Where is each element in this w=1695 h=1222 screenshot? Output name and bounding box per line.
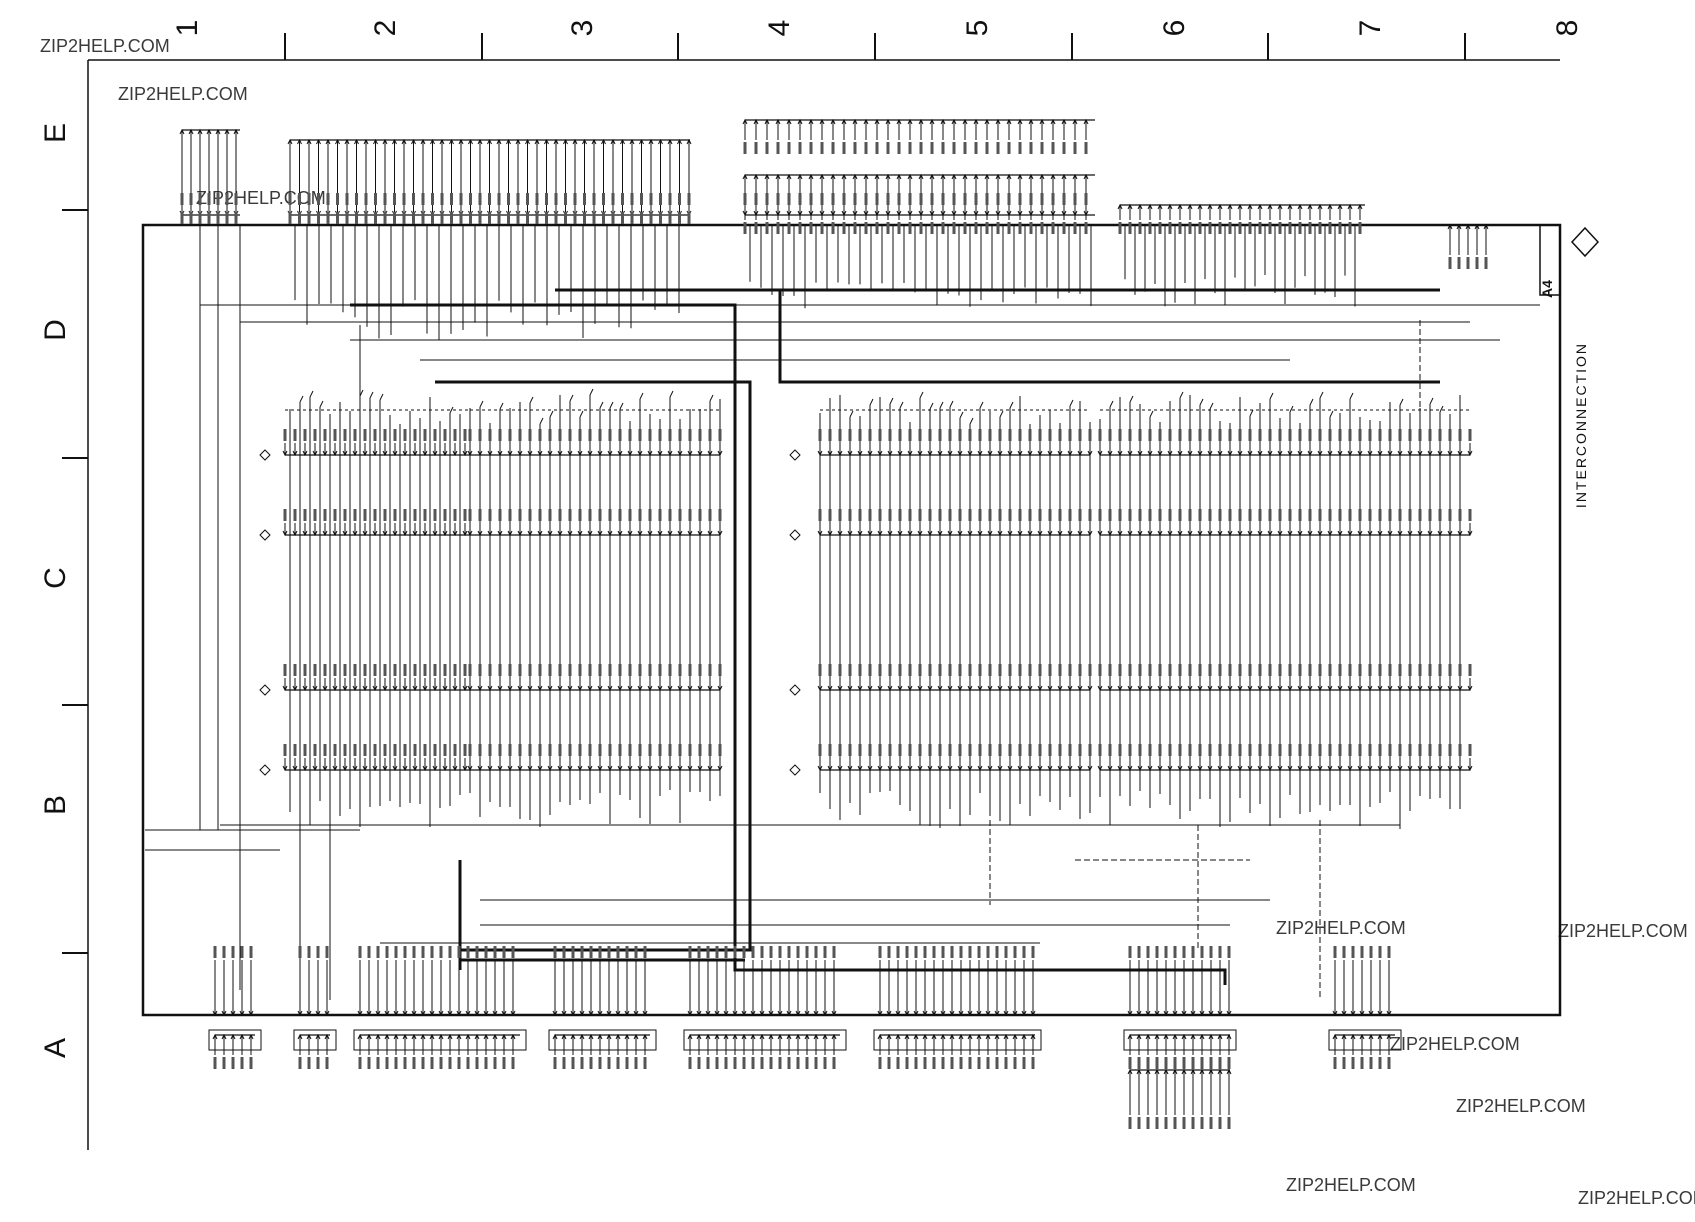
connectors: [179, 118, 1490, 1115]
title-block: A4 INTERCONNECTION: [1539, 224, 1600, 508]
zone-letter: B: [39, 795, 72, 815]
watermark: ZIP2HELP.COM: [1558, 921, 1688, 941]
zone-number: 8: [1551, 20, 1584, 37]
zone-number: 4: [763, 20, 796, 37]
zone-number: 3: [566, 20, 599, 37]
zone-letter: C: [39, 567, 72, 589]
watermark: ZIP2HELP.COM: [40, 36, 170, 56]
watermark: ZIP2HELP.COM: [1456, 1096, 1586, 1116]
zone-number: 2: [369, 20, 402, 37]
zone-number: 5: [961, 20, 994, 37]
zone-letter: A: [39, 1038, 72, 1058]
drawing-frame: [87, 59, 1562, 1150]
zone-letter: D: [39, 319, 72, 341]
watermark: ZIP2HELP.COM: [118, 84, 248, 104]
pin-labels: [180, 142, 1488, 1129]
zone-number-labels: 1 2 3 4 5 6 7 8: [171, 20, 1584, 37]
diamond-symbol: [1570, 226, 1600, 258]
zone-number: 7: [1354, 20, 1387, 37]
zone-number: 1: [171, 20, 204, 37]
watermark: ZIP2HELP.COM: [1390, 1034, 1520, 1054]
board-tag: A4: [1539, 280, 1555, 298]
diagram-title: INTERCONNECTION: [1573, 342, 1589, 508]
zone-letter: E: [39, 123, 72, 143]
zone-ticks: [62, 33, 1466, 954]
watermark: ZIP2HELP.COM: [1578, 1188, 1695, 1208]
watermark: ZIP2HELP.COM: [1286, 1175, 1416, 1195]
buses: [350, 288, 1440, 985]
wires: [145, 225, 1540, 1000]
watermark: ZIP2HELP.COM: [1276, 918, 1406, 938]
zone-letter-labels: E D C B A: [39, 123, 72, 1058]
zone-number: 6: [1158, 20, 1191, 37]
